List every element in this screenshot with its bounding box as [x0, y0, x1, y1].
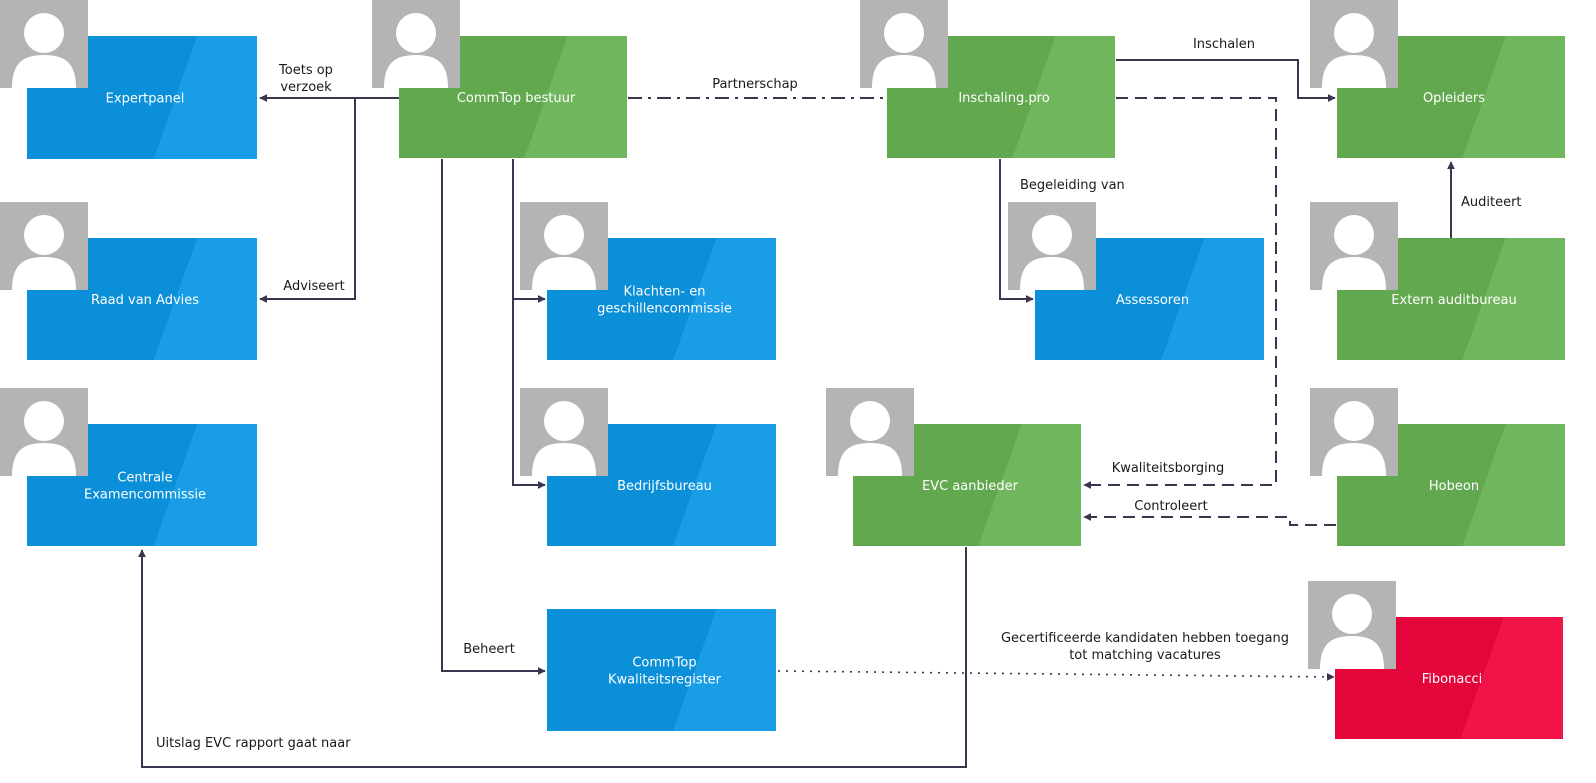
node-klachten-label: geschillencommissie — [597, 302, 732, 317]
person-avatar-icon — [520, 388, 608, 476]
person-avatar-icon — [1308, 581, 1396, 669]
edge-commtop-to-kwaliteitsregister — [441, 159, 546, 675]
node-raad: Raad van Advies — [0, 202, 257, 360]
edge-inschaling-to-evc — [1083, 97, 1277, 489]
node-evc-highlight — [978, 424, 1081, 546]
edge-label-adviseert: Adviseert — [283, 279, 344, 294]
node-inschaling: Inschaling.pro — [860, 0, 1115, 158]
person-avatar-icon — [0, 202, 88, 290]
edge-inschaling-to-assessoren — [999, 159, 1034, 303]
edge-label-partnerschap: Partnerschap — [712, 77, 798, 92]
edge-evc-to-centrale — [138, 547, 967, 768]
person-avatar-icon — [1310, 388, 1398, 476]
node-kwaliteitsregister-highlight — [672, 609, 776, 731]
node-hobeon-label: Hobeon — [1429, 479, 1479, 494]
edge-label-kwaliteitsborging: Kwaliteitsborging — [1112, 461, 1225, 476]
node-fibonacci-label: Fibonacci — [1422, 672, 1482, 687]
node-raad-label: Raad van Advies — [91, 293, 199, 308]
edge-label-toets: Toets op — [278, 63, 333, 78]
node-bedrijfsbureau-label: Bedrijfsbureau — [617, 479, 712, 494]
edge-label-beheert: Beheert — [463, 642, 515, 657]
edge-label-gecertificeerde: Gecertificeerde kandidaten hebben toegan… — [1001, 631, 1289, 646]
node-centrale-label: Examencommissie — [84, 488, 206, 503]
edge-label-uitslag: Uitslag EVC rapport gaat naar — [156, 736, 351, 751]
person-avatar-icon — [520, 202, 608, 290]
person-avatar-icon — [1310, 0, 1398, 88]
node-opleiders-label: Opleiders — [1423, 91, 1485, 106]
node-inschaling-highlight — [1012, 36, 1115, 158]
node-expertpanel: Expertpanel — [0, 0, 257, 159]
edge-label-toets: verzoek — [280, 80, 332, 95]
person-avatar-icon — [860, 0, 948, 88]
node-evc-label: EVC aanbieder — [922, 479, 1019, 494]
edge-label-controleert: Controleert — [1134, 499, 1207, 514]
edge-inschaling-to-opleiders — [1116, 59, 1336, 102]
edge-register-to-fibonacci — [777, 670, 1335, 681]
node-klachten: Klachten- en geschillencommissie — [520, 202, 776, 360]
node-bedrijfsbureau: Bedrijfsbureau — [520, 388, 776, 546]
person-avatar-icon — [0, 388, 88, 476]
node-hobeon: Hobeon — [1310, 388, 1565, 546]
node-evc: EVC aanbieder — [826, 388, 1081, 546]
edge-label-begeleiding: Begeleiding van — [1020, 178, 1125, 193]
node-fibonacci: Fibonacci — [1308, 581, 1563, 739]
node-audit: Extern auditbureau — [1310, 202, 1565, 360]
node-raad-highlight — [153, 238, 257, 360]
edge-label-gecertificeerde: tot matching vacatures — [1069, 648, 1221, 663]
node-expertpanel-highlight — [153, 36, 257, 159]
node-opleiders: Opleiders — [1310, 0, 1565, 158]
node-assessoren-label: Assessoren — [1116, 293, 1189, 308]
person-avatar-icon — [826, 388, 914, 476]
edge-commtop-to-raad — [259, 98, 356, 303]
node-kwaliteitsregister-label: CommTop — [632, 656, 696, 671]
node-kwaliteitsregister-label: Kwaliteitsregister — [608, 673, 722, 688]
edge-label-inschalen: Inschalen — [1193, 37, 1255, 52]
node-fibonacci-highlight — [1460, 617, 1563, 739]
node-centrale-label: Centrale — [117, 471, 172, 486]
edge-commtop-to-bedrijfsbureau — [512, 299, 546, 489]
node-opleiders-highlight — [1462, 36, 1565, 158]
node-commtop: CommTop bestuur — [372, 0, 627, 158]
node-commtop-highlight — [524, 36, 627, 158]
node-commtop-label: CommTop bestuur — [457, 91, 576, 106]
node-audit-highlight — [1462, 238, 1565, 360]
node-klachten-highlight — [672, 238, 776, 360]
person-avatar-icon — [1310, 202, 1398, 290]
node-assessoren: Assessoren — [1008, 202, 1264, 360]
node-klachten-label: Klachten- en — [624, 285, 706, 300]
node-inschaling-label: Inschaling.pro — [958, 91, 1049, 106]
edge-label-auditeert: Auditeert — [1461, 195, 1522, 210]
person-avatar-icon — [1008, 202, 1096, 290]
node-expertpanel-label: Expertpanel — [106, 92, 185, 107]
person-avatar-icon — [0, 0, 88, 88]
edge-hobeon-to-evc — [1083, 513, 1336, 526]
node-audit-label: Extern auditbureau — [1391, 293, 1516, 308]
node-hobeon-highlight — [1462, 424, 1565, 546]
node-assessoren-highlight — [1160, 238, 1264, 360]
person-avatar-icon — [372, 0, 460, 88]
node-centrale-highlight — [153, 424, 257, 546]
node-bedrijfsbureau-highlight — [672, 424, 776, 546]
